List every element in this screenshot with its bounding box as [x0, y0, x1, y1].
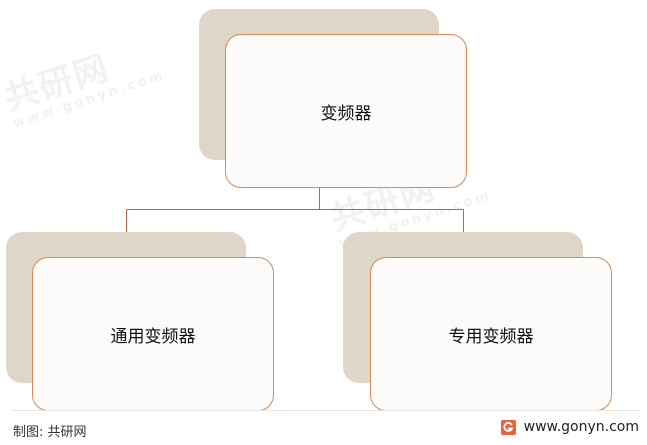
footer-divider: [12, 410, 640, 411]
root-node: 变频器: [225, 34, 467, 188]
child-node-special: 专用变频器: [370, 257, 612, 411]
child-node-general: 通用变频器: [32, 257, 274, 411]
gonyn-logo-icon: [500, 419, 516, 435]
site-credit: www.gonyn.com: [500, 419, 639, 435]
root-node-label: 变频器: [320, 103, 372, 124]
child-node-special-label: 专用变频器: [448, 326, 534, 347]
child-node-general-label: 通用变频器: [110, 326, 196, 347]
site-url[interactable]: www.gonyn.com: [523, 419, 639, 435]
source-note: 制图: 共研网: [13, 425, 87, 440]
